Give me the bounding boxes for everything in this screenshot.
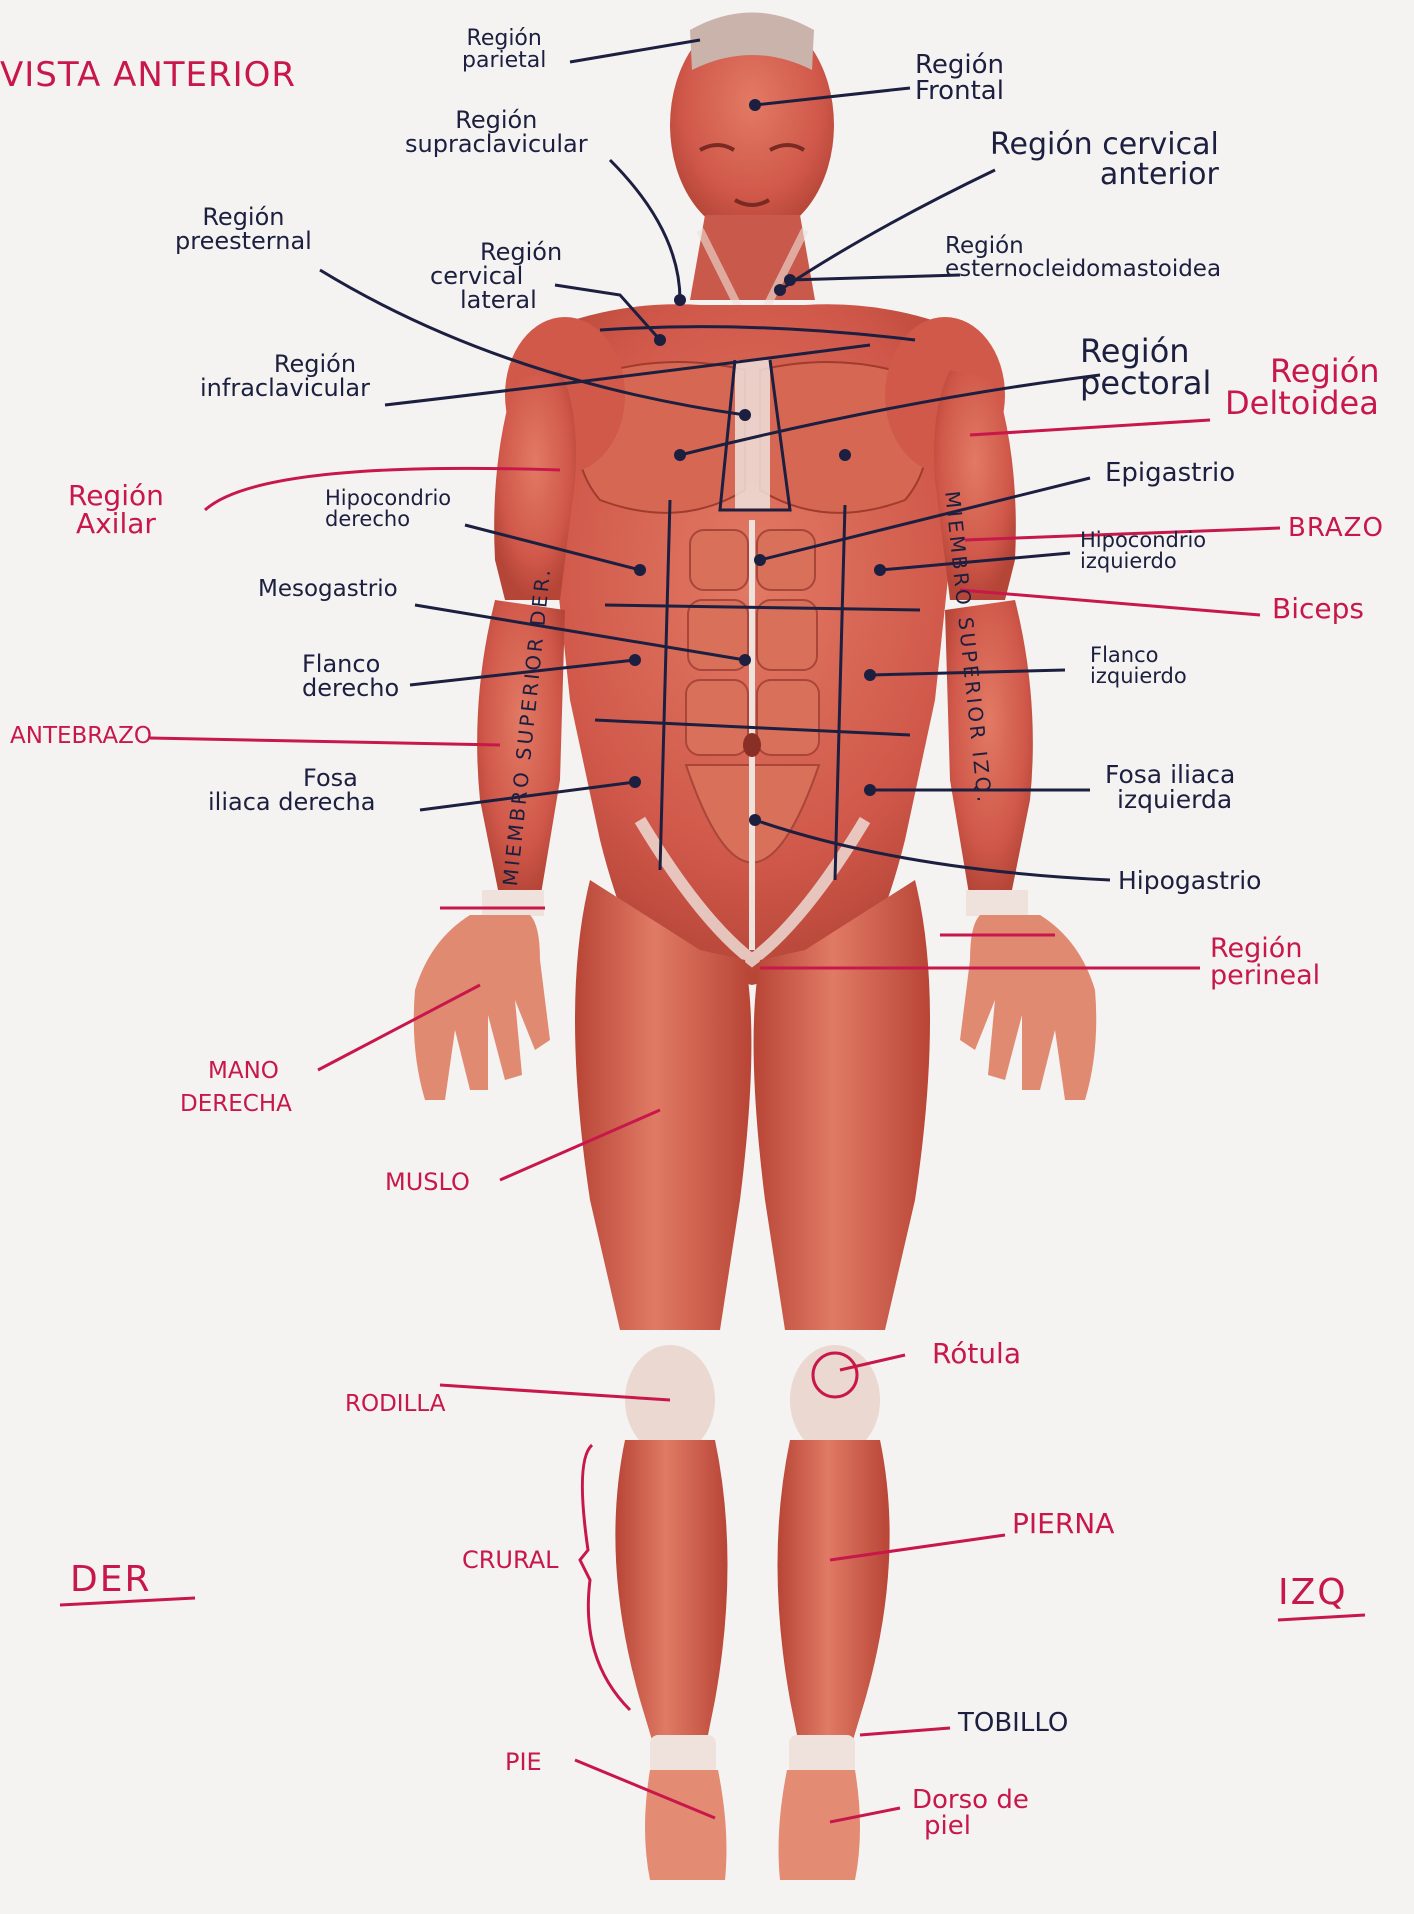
neck [690, 215, 815, 300]
label-rodilla: RODILLA [345, 1393, 445, 1416]
label-pie: PIE [505, 1750, 542, 1774]
label-der: DER [70, 1562, 151, 1598]
label-mesogastrio: Mesogastrio [258, 578, 398, 601]
label-izq: IZQ [1278, 1575, 1348, 1611]
label-hipogastrio: Hipogastrio [1118, 868, 1261, 893]
page-title: VISTA ANTERIOR [0, 58, 296, 92]
label-pierna: PIERNA [1012, 1510, 1114, 1538]
left-arm [934, 370, 1096, 1100]
label-antebrazo: ANTEBRAZO [10, 725, 152, 748]
right-arm [414, 370, 576, 1100]
label-epigastrio: Epigastrio [1105, 460, 1235, 486]
label-brazo: BRAZO [1288, 515, 1384, 541]
head [670, 13, 834, 238]
left-leg [754, 880, 930, 1880]
navel [743, 733, 761, 757]
label-rotula: Rótula [932, 1340, 1021, 1368]
right-leg [575, 880, 751, 1880]
label-tobillo: TOBILLO [958, 1710, 1068, 1736]
label-crural: CRURAL [462, 1548, 559, 1572]
label-muslo: MUSLO [385, 1170, 470, 1194]
label-biceps: Biceps [1272, 595, 1364, 623]
